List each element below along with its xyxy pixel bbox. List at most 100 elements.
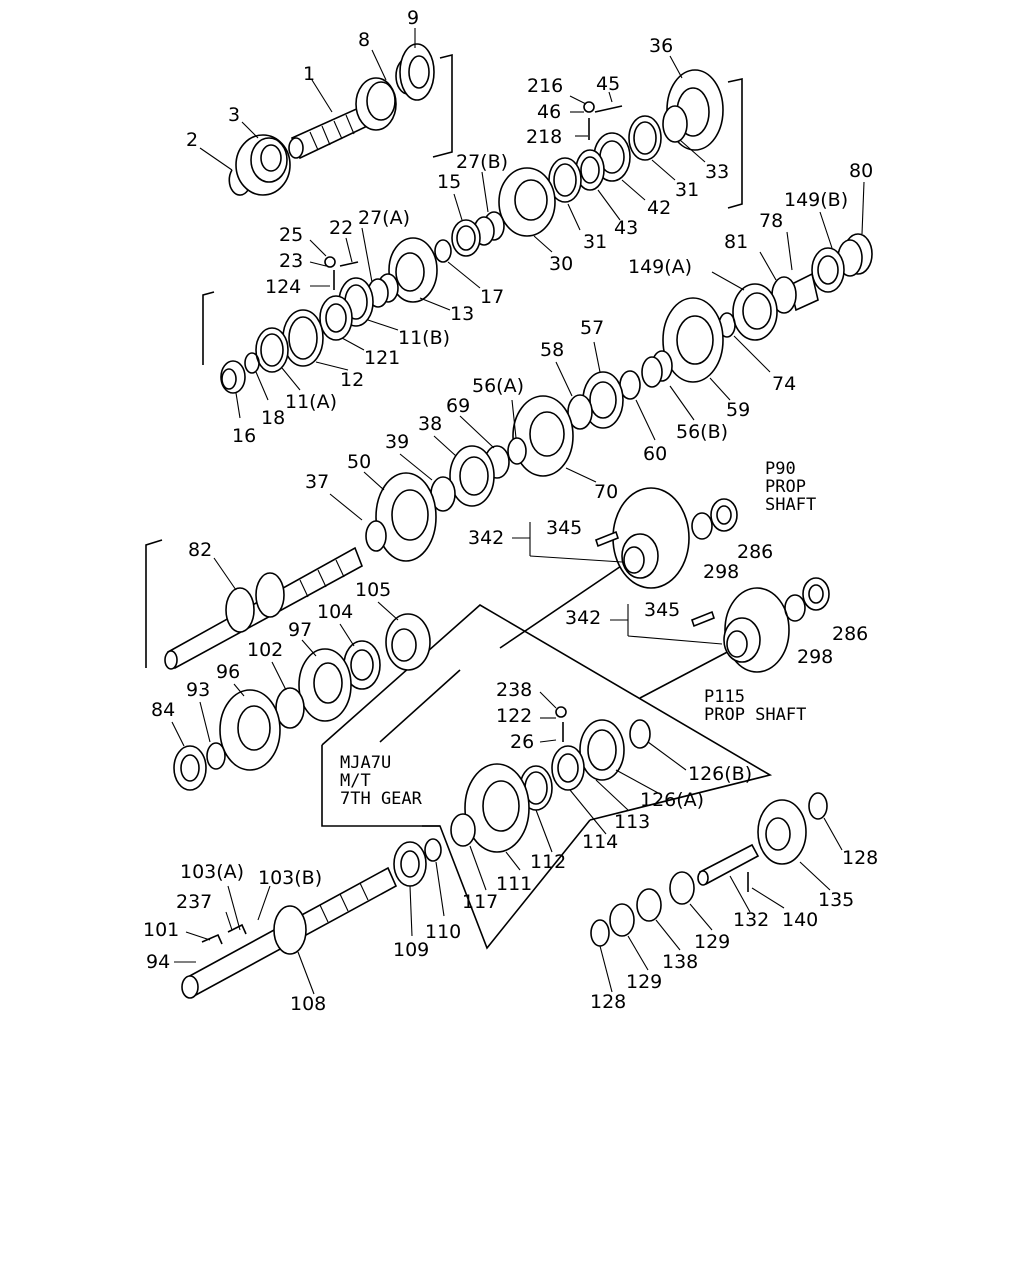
part-label: 45 [596,73,620,95]
part-label: 238 [496,679,532,701]
input-shaft-1 [228,43,435,196]
part-label: 140 [782,909,818,931]
part-label: 96 [216,661,240,683]
part-label: 16 [232,425,256,447]
part-label: 111 [496,873,532,895]
part-label: 117 [462,891,498,913]
part-label: 84 [151,699,175,721]
note-p90-line3: SHAFT [765,495,816,515]
part-label: 36 [649,35,673,57]
part-label: 345 [546,517,582,539]
part-label: 57 [580,317,604,339]
part-label: 105 [355,579,391,601]
part-label: 126(B) [688,763,752,785]
part-label: 104 [317,601,353,623]
part-label: 113 [614,811,650,833]
part-label: 1 [303,63,315,85]
part-label: 56(B) [676,421,728,443]
part-label: 69 [446,395,470,417]
part-label: 11(B) [398,327,450,349]
part-label: 112 [530,851,566,873]
part-label: 81 [724,231,748,253]
part-label: 132 [733,909,769,931]
part-label: 58 [540,339,564,361]
part-label: 56(A) [472,375,524,397]
note-p90-line1: P90 [765,459,796,479]
output-shaft-group [181,838,442,999]
part-label: 82 [188,539,212,561]
part-label: 129 [626,971,662,993]
leader-lines [171,28,865,995]
part-label: 286 [737,541,773,563]
part-label: 74 [772,373,796,395]
part-label: 78 [759,210,783,232]
part-label: 93 [186,679,210,701]
part-label: 38 [418,413,442,435]
part-label: 43 [614,217,638,239]
part-label: 30 [549,253,573,275]
part-label: 94 [146,951,170,973]
part-label: 114 [582,831,618,853]
part-label: 8 [358,29,370,51]
part-label: 345 [644,599,680,621]
part-label: 216 [527,75,563,97]
note-p115-line2: PROP SHAFT [704,705,806,725]
part-label: 27(A) [358,207,410,229]
part-label: 108 [290,993,326,1015]
part-label: 23 [279,250,303,272]
note-mja-line1: MJA7U [340,753,391,773]
note-p90-line2: PROP [765,477,806,497]
part-label: 121 [364,347,400,369]
part-label: 17 [480,286,504,308]
part-label: 33 [705,161,729,183]
part-label: 60 [643,443,667,465]
part-label: 110 [425,921,461,943]
part-label: 13 [450,303,474,325]
part-label: 149(A) [628,256,692,278]
part-label: 149(B) [784,189,848,211]
part-label: 103(A) [180,861,244,883]
part-label: 129 [694,931,730,953]
part-label: 37 [305,471,329,493]
part-label: 2 [186,129,198,151]
part-label: 124 [265,276,301,298]
note-mja-line3: 7TH GEAR [340,789,423,809]
part-label: 26 [510,731,534,753]
part-label: 31 [675,179,699,201]
part-label: 70 [594,481,618,503]
part-label: 122 [496,705,532,727]
variant-notes: P90 PROP SHAFT P115 PROP SHAFT MJA7U M/T… [340,459,816,809]
part-label: 298 [703,561,739,583]
bracket-lines [145,53,773,950]
part-label: 27(B) [456,151,508,173]
part-label: 101 [143,919,179,941]
part-label: 237 [176,891,212,913]
part-label: 18 [261,407,285,429]
part-label: 22 [329,217,353,239]
part-label: 138 [662,951,698,973]
part-label: 342 [565,607,601,629]
flange-group [595,487,830,673]
part-label: 102 [247,639,283,661]
reverse-idler-group [590,792,828,947]
part-label: 128 [590,991,626,1013]
part-label: 25 [279,224,303,246]
part-label: 286 [832,623,868,645]
seventh-gear-group [450,706,651,853]
counter-gear-group [173,613,431,791]
part-label: 12 [340,369,364,391]
part-label: 126(A) [640,789,704,811]
part-label: 218 [526,126,562,148]
part-label: 46 [537,101,561,123]
part-label: 50 [347,451,371,473]
note-mja-line2: M/T [340,771,371,791]
part-label: 39 [385,431,409,453]
part-label: 135 [818,889,854,911]
part-label: 42 [647,197,671,219]
part-label: 15 [437,171,461,193]
note-p115-line1: P115 [704,687,745,707]
part-label: 3 [228,104,240,126]
mainshaft-gear-group [164,233,873,670]
part-label: 103(B) [258,867,322,889]
